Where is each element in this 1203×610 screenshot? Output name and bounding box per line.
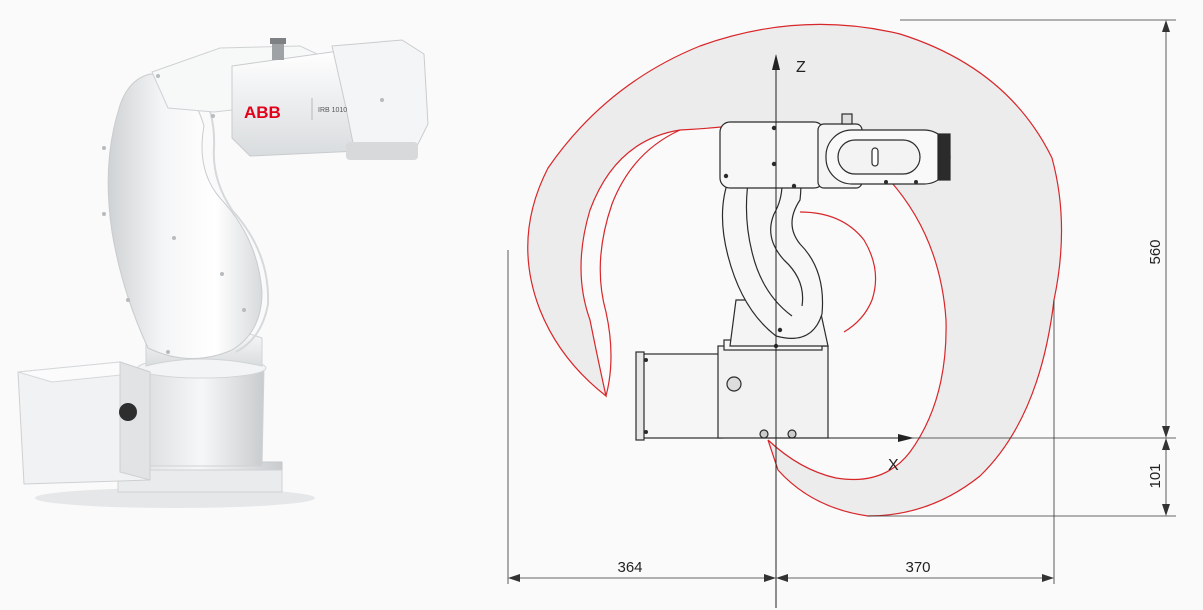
- dimension-101-label: 101: [1147, 463, 1164, 488]
- dimension-370-label: 370: [905, 559, 930, 576]
- extension-lines: [507, 19, 1176, 584]
- dimension-364-label: 364: [617, 559, 642, 576]
- model-label: IRB 1010: [318, 107, 347, 114]
- z-axis-arrow: [772, 54, 780, 70]
- dimension-below-base: 101: [1147, 438, 1170, 516]
- envelope-inner-arc: [599, 129, 681, 397]
- working-range-diagram: Z X 560 101: [507, 19, 1176, 608]
- dimension-front-reach: 370: [776, 559, 1054, 582]
- envelope-inner-curl: [799, 211, 877, 333]
- robot-line-drawing: [635, 113, 951, 441]
- dimension-rear-reach: 364: [508, 559, 776, 582]
- z-axis-label: Z: [796, 59, 806, 76]
- dimension-560-label: 560: [1147, 239, 1164, 264]
- robot-render: ABB IRB 1010: [17, 38, 429, 508]
- x-axis-arrow: [898, 434, 914, 442]
- dimension-height: 560: [1147, 20, 1170, 438]
- brand-logo: ABB: [244, 103, 281, 122]
- x-axis-label: X: [888, 457, 899, 474]
